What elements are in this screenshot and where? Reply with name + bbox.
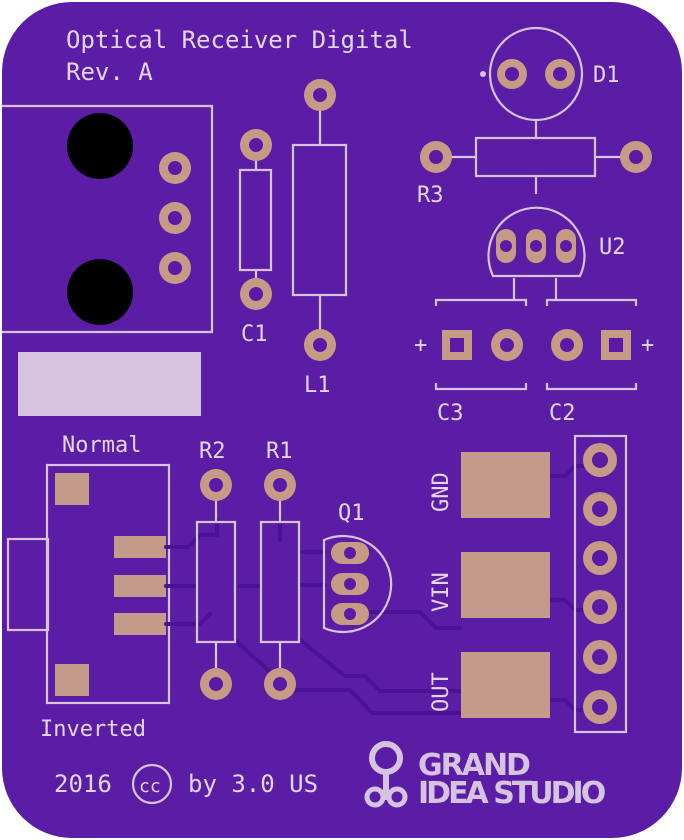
vin-label: VIN [429,572,454,612]
license-year: 2016 [54,770,112,798]
pin-header [573,434,628,734]
c3-plus: + [414,333,427,358]
board-title: Optical Receiver Digital [66,26,413,54]
switch-mode: Normal Inverted [6,433,171,742]
capacitor-c3: + C3 [414,298,528,426]
mount-hole-bottom [67,259,133,325]
jack-pin-1 [159,152,191,184]
led-d1: D1 [480,26,620,138]
d1-label: D1 [593,63,620,88]
capacitor-c2: + C2 [545,298,654,426]
board-revision: Rev. A [66,58,153,86]
jack-pin-3 [159,252,191,284]
cc-text: cc [139,776,161,797]
regulator-u2: U2 [487,206,626,300]
switch-pin-3 [114,613,166,635]
test-pads: GND VIN OUT [429,452,550,718]
gnd-pad [461,452,550,518]
jack-pin-2 [159,202,191,234]
r2-label: R2 [199,439,226,464]
mount-hole-top [67,113,133,179]
switch-pin-2 [114,575,166,597]
c2-plus: + [641,333,654,358]
license: 2016 cc by 3.0 US [54,763,318,805]
resistor-r2: R2 [195,439,237,700]
cc-icon [131,763,173,805]
logo-line1: GRAND [418,748,530,783]
resistor-r1: R1 [259,439,301,700]
c1-label: C1 [241,322,268,347]
logo-line2: IDEA STUDIO [418,776,605,811]
license-text: by 3.0 US [188,770,318,798]
u2-label: U2 [599,235,626,260]
c2-label: C2 [549,401,576,426]
normal-label: Normal [62,433,141,458]
q1-label: Q1 [338,501,365,526]
switch-pin-1 [114,536,166,558]
vin-pad [461,552,550,618]
inductor-l1: L1 [291,79,348,398]
capacitor-c1: C1 [238,129,273,347]
gnd-label: GND [429,472,454,512]
optical-jack [2,104,214,334]
resistor-r3: R3 [417,136,652,208]
c3-label: C3 [437,401,464,426]
l1-label: L1 [304,373,331,398]
inverted-label: Inverted [40,717,146,742]
out-pad [461,652,550,718]
logo-mark-icon [364,741,408,808]
r3-label: R3 [417,183,444,208]
r1-label: R1 [266,439,293,464]
grand-idea-studio-logo: GRAND IDEA STUDIO [364,741,608,811]
transistor-q1: Q1 [322,501,393,634]
switch-pad-1 [55,473,89,505]
switch-pad-2 [55,664,89,696]
label-block [18,352,201,416]
out-label: OUT [429,672,454,712]
